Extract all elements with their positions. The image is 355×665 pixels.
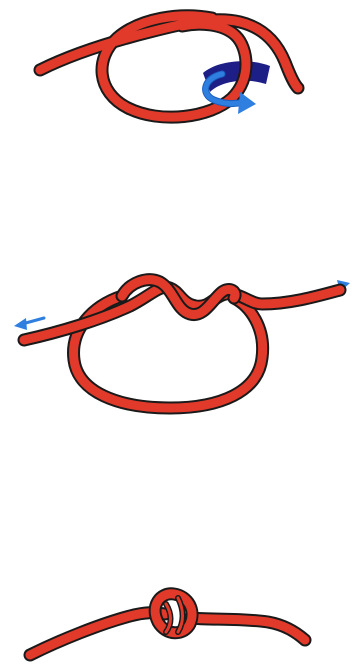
- pull-left-arrow-icon: [14, 318, 44, 330]
- rope-step-2: [24, 280, 340, 408]
- tightened-knot-icon: [155, 594, 192, 633]
- step-3-diagram: [30, 594, 305, 655]
- step-1-diagram: [40, 16, 298, 117]
- step-2-diagram: [14, 280, 350, 408]
